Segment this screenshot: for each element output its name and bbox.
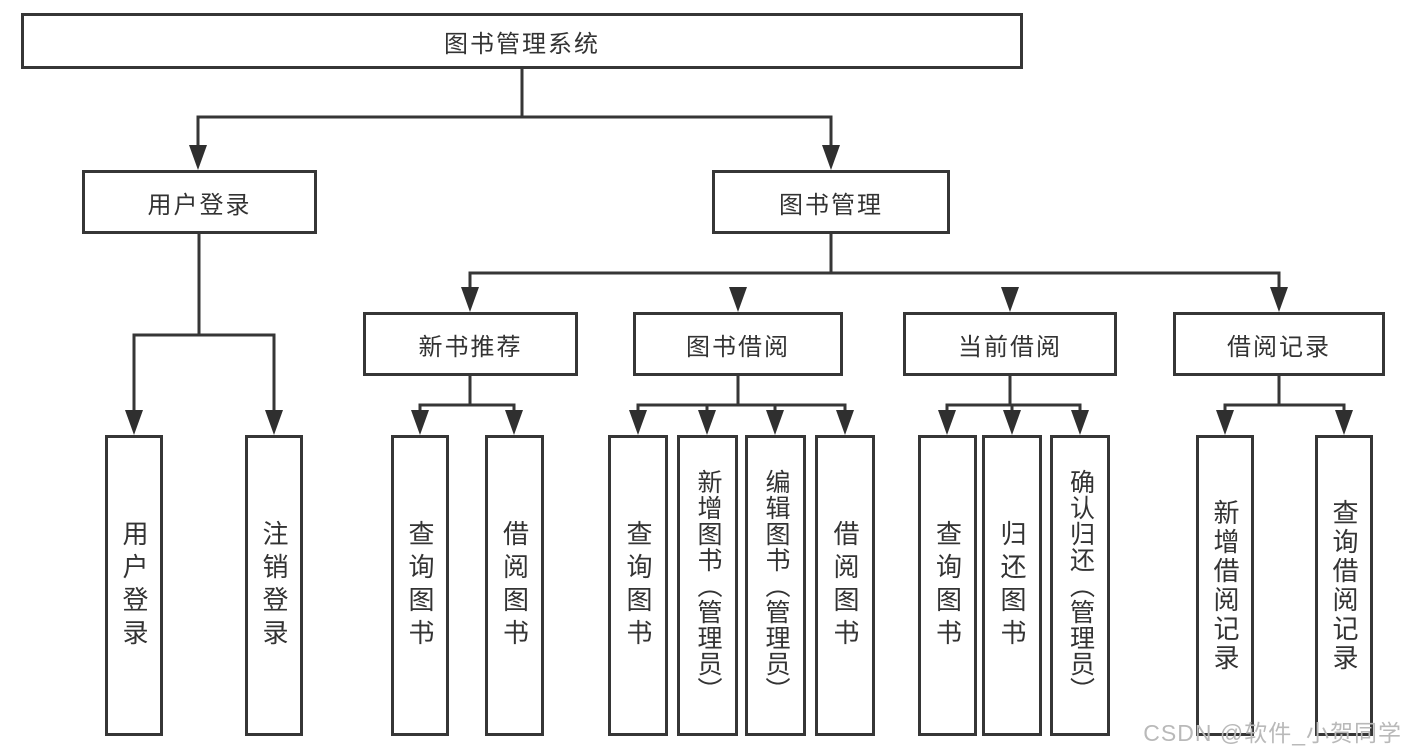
node-current-borrowing-box: 当前借阅 bbox=[903, 312, 1117, 376]
leaf-user-login: 用户登录 bbox=[105, 435, 163, 736]
leaf-logout-login: 注销登录 bbox=[245, 435, 303, 736]
node-borrowing-records-box: 借阅记录 bbox=[1173, 312, 1385, 376]
root-box-library-system: 图书管理系统 bbox=[21, 13, 1023, 69]
node-user-login-box: 用户登录 bbox=[82, 170, 317, 234]
leaf-borrow-books-recommend: 借阅图书 bbox=[485, 435, 544, 736]
leaf-query-borrow-record: 查询借阅记录 bbox=[1315, 435, 1373, 736]
leaf-confirm-return-admin: 确认归还（管理员） bbox=[1050, 435, 1110, 736]
node-new-book-recommend-box: 新书推荐 bbox=[363, 312, 578, 376]
leaf-query-books-borrowing: 查询图书 bbox=[608, 435, 668, 736]
leaf-add-book-admin: 新增图书（管理员） bbox=[677, 435, 738, 736]
leaf-borrow-books-borrowing: 借阅图书 bbox=[815, 435, 875, 736]
leaf-edit-book-admin: 编辑图书（管理员） bbox=[745, 435, 806, 736]
csdn-watermark: CSDN @软件_小贺同学 bbox=[1143, 720, 1402, 746]
node-book-borrowing-box: 图书借阅 bbox=[633, 312, 843, 376]
leaf-add-borrow-record: 新增借阅记录 bbox=[1196, 435, 1254, 736]
leaf-query-books-current: 查询图书 bbox=[918, 435, 977, 736]
leaf-query-books-recommend: 查询图书 bbox=[391, 435, 449, 736]
node-book-management-box: 图书管理 bbox=[712, 170, 950, 234]
leaf-return-book: 归还图书 bbox=[982, 435, 1042, 736]
